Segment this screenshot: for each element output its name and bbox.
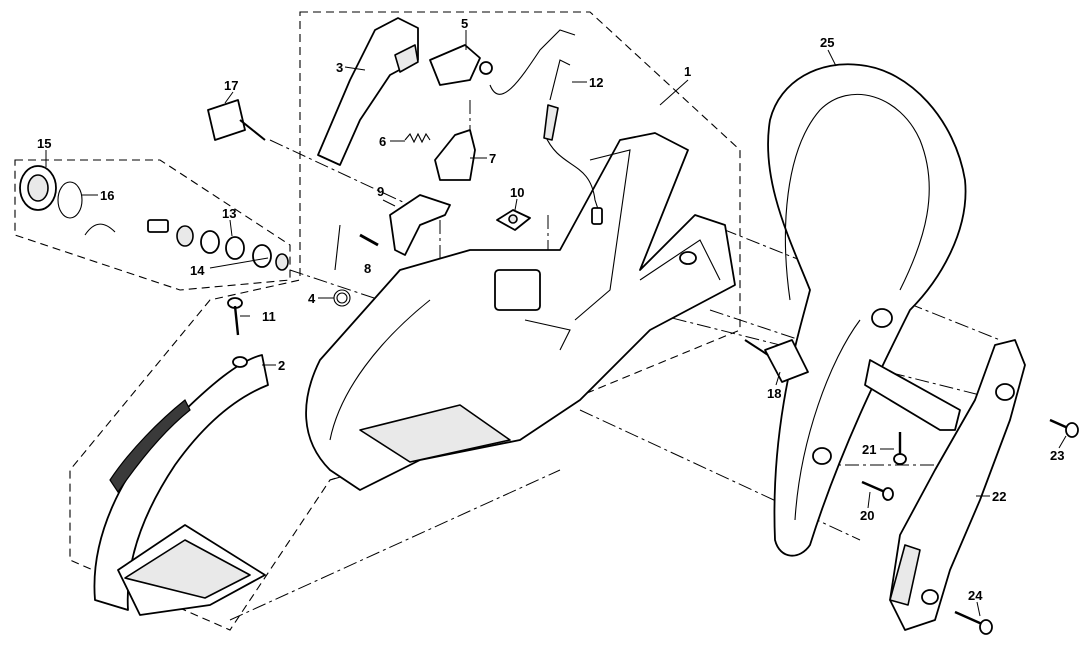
callout-2: 2 [278, 358, 285, 373]
callout-10: 10 [510, 185, 524, 200]
callout-7: 7 [489, 151, 496, 166]
callout-3: 3 [336, 60, 343, 75]
group-outline-housing [69, 11, 741, 631]
screw-23 [1049, 418, 1079, 438]
torsion-spring-4 [333, 224, 351, 307]
callout-leader-lines [45, 30, 1067, 617]
trigger-lockout [389, 194, 451, 256]
rear-handle-bar [767, 63, 967, 557]
callout-23: 23 [1050, 448, 1064, 463]
callout-13: 13 [222, 206, 236, 221]
callout-16: 16 [100, 188, 114, 203]
wiring-cable [489, 29, 603, 225]
handle-mounting-bracket [864, 359, 961, 431]
throttle-trigger [317, 17, 419, 166]
callout-1: 1 [684, 64, 691, 79]
callout-12: 12 [589, 75, 603, 90]
callout-24: 24 [968, 588, 983, 603]
screw-20 [861, 480, 894, 501]
callout-11: 11 [262, 309, 276, 324]
callout-21: 21 [862, 442, 876, 457]
annular-buffer-17 [207, 99, 266, 141]
stop-switch [429, 44, 493, 86]
pin-8 [359, 233, 379, 247]
interlock-lever [434, 129, 476, 181]
callout-8: 8 [364, 261, 371, 276]
callout-6: 6 [379, 134, 386, 149]
screw-24 [954, 610, 993, 635]
screw-11 [227, 297, 243, 336]
filler-cap [19, 165, 57, 211]
callout-4: 4 [308, 291, 316, 306]
callout-18: 18 [767, 386, 781, 401]
callout-25: 25 [820, 35, 834, 50]
handle-cover [889, 339, 1026, 631]
callout-22: 22 [992, 489, 1006, 504]
torsion-spring-6 [404, 132, 431, 144]
callout-15: 15 [37, 136, 51, 151]
main-housing [305, 132, 736, 491]
callout-9: 9 [377, 184, 384, 199]
group-outline-filler-cap [14, 159, 291, 291]
screw-21 [893, 432, 907, 465]
callout-14: 14 [190, 263, 205, 278]
callout-5: 5 [461, 16, 468, 31]
front-handle-guard [93, 354, 269, 616]
callout-17: 17 [224, 78, 238, 93]
annular-buffer-18 [744, 339, 809, 383]
filler-neck-assembly [147, 219, 289, 271]
nut-10 [496, 209, 531, 231]
o-ring [57, 181, 116, 236]
callout-20: 20 [860, 508, 874, 523]
